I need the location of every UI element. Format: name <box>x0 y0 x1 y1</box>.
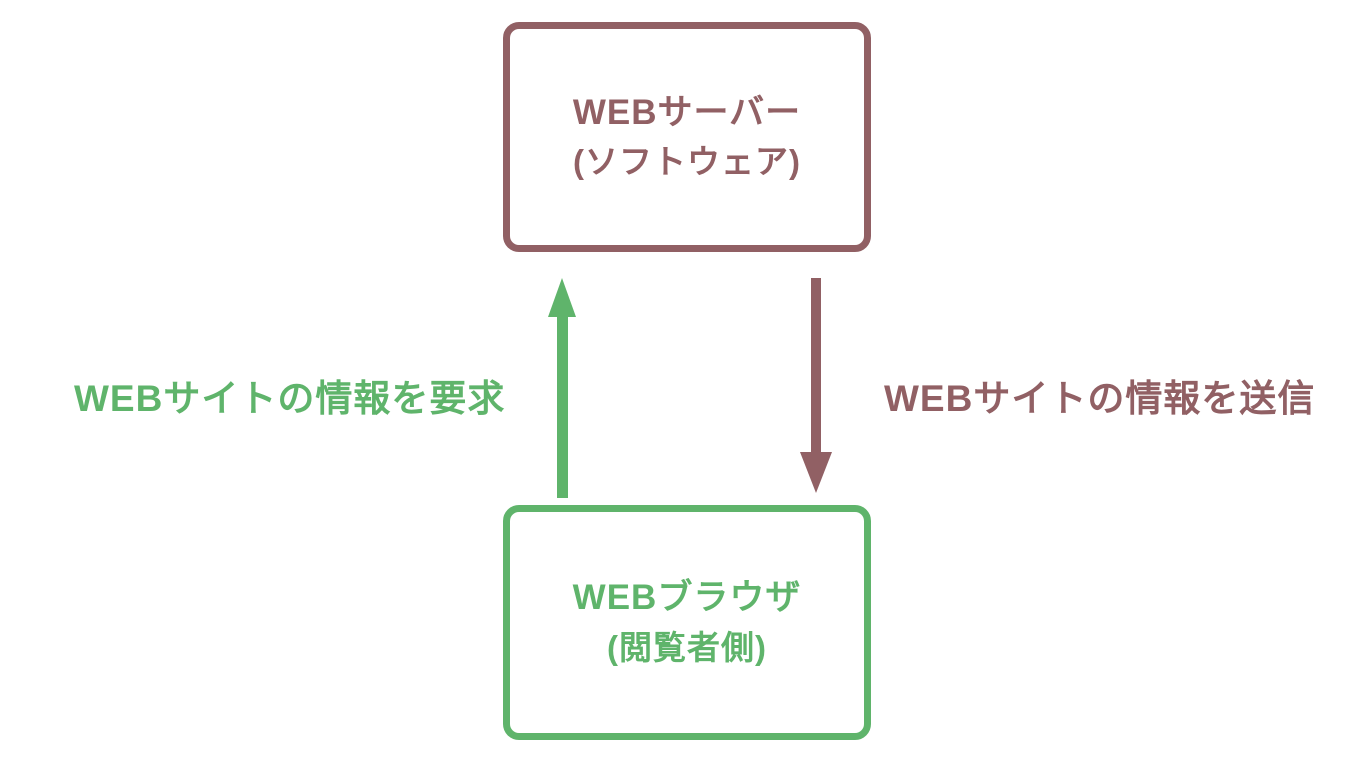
web-server-subtitle: (ソフトウェア) <box>573 143 801 181</box>
web-browser-title: WEBブラウザ <box>572 578 802 618</box>
response-arrow-down-icon <box>800 278 832 493</box>
web-server-title: WEBサーバー <box>572 92 802 132</box>
web-browser-node: WEBブラウザ (閲覧者側) <box>503 505 871 740</box>
request-edge-label: WEBサイトの情報を要求 <box>74 378 506 419</box>
request-arrow-up-icon <box>548 278 577 498</box>
web-browser-subtitle: (閲覧者側) <box>607 628 767 666</box>
response-arrowhead <box>800 452 832 493</box>
response-edge-label: WEBサイトの情報を送信 <box>884 378 1316 419</box>
request-arrowhead <box>548 278 576 317</box>
response-arrow-shaft <box>811 278 821 454</box>
request-arrow-shaft <box>557 315 568 498</box>
web-server-node: WEBサーバー (ソフトウェア) <box>503 22 871 252</box>
